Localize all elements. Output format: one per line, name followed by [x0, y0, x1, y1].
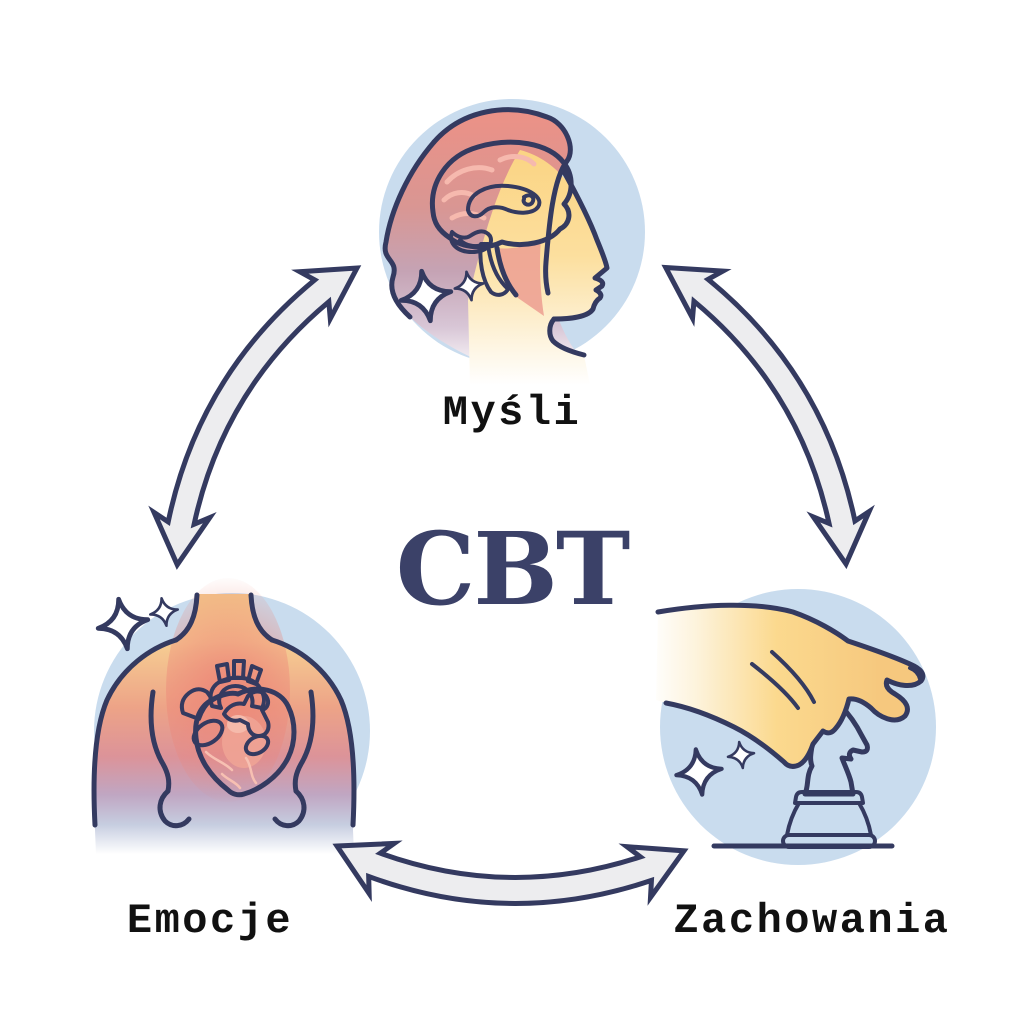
fingernail-line [908, 666, 922, 681]
node-behaviors [655, 589, 936, 865]
brain-head-icon [382, 107, 610, 388]
node-thoughts [379, 99, 645, 388]
cbt-title: CBT [396, 510, 630, 628]
node-label-thoughts: Myśli [443, 389, 582, 437]
node-emotions [94, 578, 370, 880]
node-label-emotions: Emocje [127, 897, 293, 945]
arrow-thoughts-emotions [130, 240, 360, 567]
heart-icon [179, 659, 297, 798]
hand-chess-knight-icon [655, 602, 926, 849]
brain-icon [429, 139, 574, 297]
node-label-behaviors: Zachowania [673, 897, 950, 945]
arrow-thoughts-behaviors [663, 239, 893, 566]
arrow-emotions-behaviors [336, 843, 684, 906]
heart-chest-icon [94, 578, 357, 880]
